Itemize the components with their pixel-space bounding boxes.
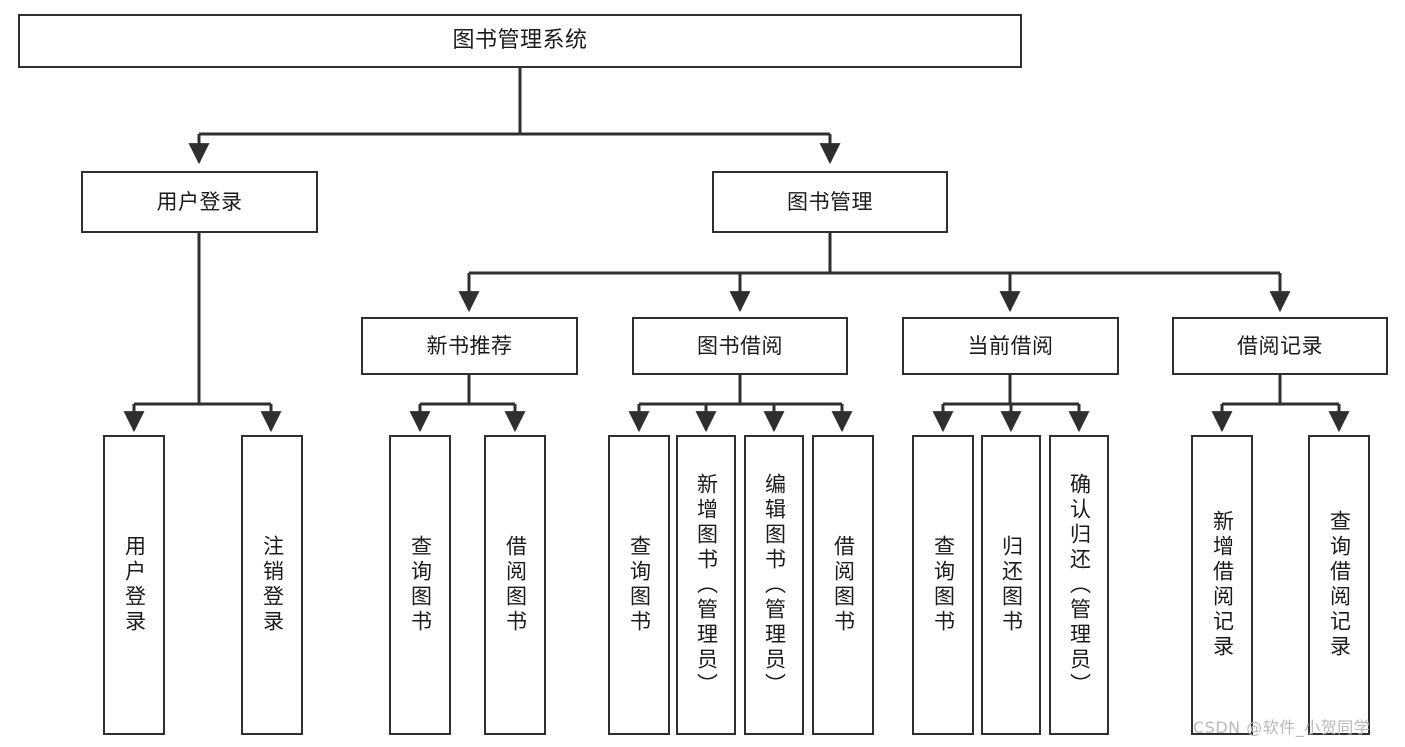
node-label: 确认归还（管理员） <box>1067 472 1092 698</box>
node-label: 图书管理 <box>787 189 873 214</box>
node-leaf-borrow-book-recommend[interactable]: 借阅图书 <box>484 435 546 735</box>
node-leaf-user-login[interactable]: 用户登录 <box>103 435 165 735</box>
node-label: 用户登录 <box>122 535 147 635</box>
node-label: 用户登录 <box>156 189 243 214</box>
node-book-management[interactable]: 图书管理 <box>712 171 948 233</box>
node-leaf-return-book[interactable]: 归还图书 <box>981 435 1041 735</box>
node-label: 新书推荐 <box>426 333 513 358</box>
node-current-borrow[interactable]: 当前借阅 <box>902 317 1119 375</box>
node-root-book-management-system[interactable]: 图书管理系统 <box>18 14 1022 68</box>
node-label: 借阅记录 <box>1237 333 1323 358</box>
node-label: 图书管理系统 <box>452 28 588 54</box>
node-book-borrow[interactable]: 图书借阅 <box>632 317 848 375</box>
node-leaf-borrow-book-borrow[interactable]: 借阅图书 <box>812 435 874 735</box>
node-label: 查询图书 <box>931 535 956 635</box>
node-label: 新增图书（管理员） <box>694 472 719 698</box>
node-label: 借阅图书 <box>831 535 856 635</box>
node-leaf-confirm-return-admin[interactable]: 确认归还（管理员） <box>1049 435 1109 735</box>
node-label: 当前借阅 <box>967 333 1054 358</box>
csdn-watermark: CSDN @软件_小贺同学 <box>1193 718 1371 737</box>
node-leaf-query-book-recommend[interactable]: 查询图书 <box>389 435 451 735</box>
node-leaf-query-borrow-record[interactable]: 查询借阅记录 <box>1308 435 1370 735</box>
node-user-login[interactable]: 用户登录 <box>81 171 318 233</box>
node-label: 归还图书 <box>999 535 1024 635</box>
node-leaf-add-book-admin[interactable]: 新增图书（管理员） <box>676 435 736 735</box>
node-label: 查询图书 <box>627 535 652 635</box>
node-leaf-edit-book-admin[interactable]: 编辑图书（管理员） <box>744 435 804 735</box>
node-label: 查询图书 <box>408 535 433 635</box>
node-label: 查询借阅记录 <box>1327 510 1352 660</box>
node-new-book-recommend[interactable]: 新书推荐 <box>361 317 578 375</box>
node-label: 编辑图书（管理员） <box>762 472 787 698</box>
node-leaf-add-borrow-record[interactable]: 新增借阅记录 <box>1191 435 1253 735</box>
node-leaf-query-book-current[interactable]: 查询图书 <box>912 435 974 735</box>
node-label: 注销登录 <box>260 535 285 635</box>
node-leaf-query-book-borrow[interactable]: 查询图书 <box>608 435 670 735</box>
node-label: 图书借阅 <box>697 333 783 358</box>
node-leaf-logout-login[interactable]: 注销登录 <box>241 435 303 735</box>
node-label: 借阅图书 <box>503 535 528 635</box>
node-borrow-record[interactable]: 借阅记录 <box>1172 317 1388 375</box>
node-label: 新增借阅记录 <box>1210 510 1235 660</box>
